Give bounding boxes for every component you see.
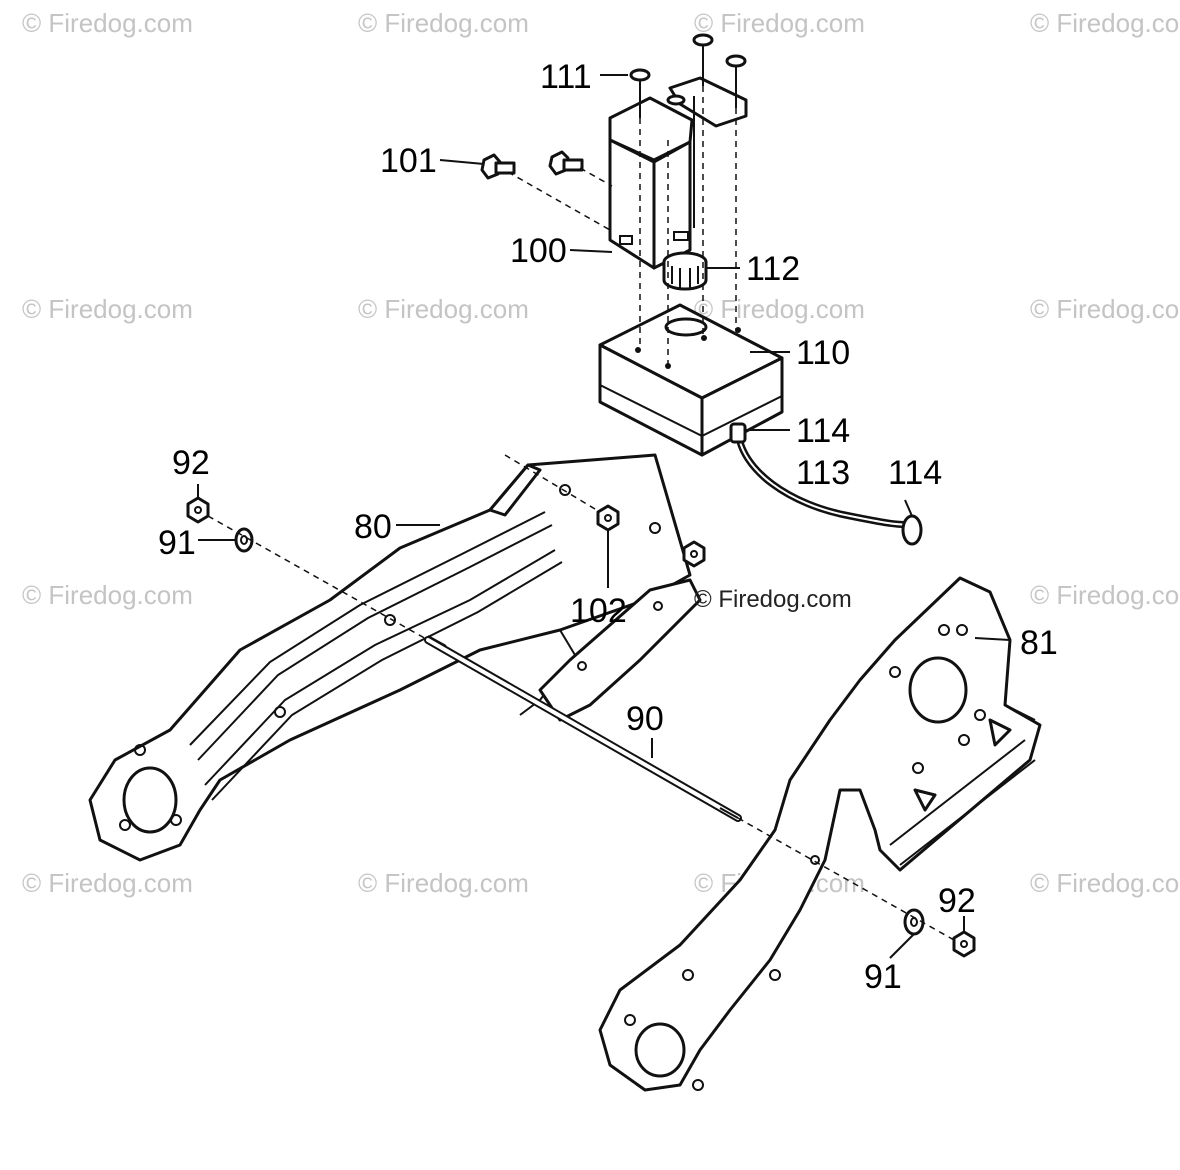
callout-110: 110 <box>796 334 850 372</box>
fuel-cap-112 <box>662 251 708 291</box>
nut-102 <box>596 504 706 568</box>
watermark: © Firedog.co <box>1030 868 1179 898</box>
watermark: © Firedog.com <box>22 294 193 324</box>
frame-plate-80 <box>88 453 692 862</box>
callout-80: 80 <box>354 508 392 546</box>
callout-114: 114 <box>888 454 942 492</box>
fuel-hose-113 <box>729 422 923 546</box>
frame-plate-81 <box>598 576 1042 1092</box>
callout-92: 92 <box>938 882 976 920</box>
fuel-tank-110 <box>598 303 784 457</box>
watermark: © Firedog.com <box>22 8 193 38</box>
callout-92: 92 <box>172 444 210 482</box>
bolt-101 <box>480 150 584 180</box>
callout-114: 114 <box>796 412 850 450</box>
callout-81: 81 <box>1020 624 1058 662</box>
rod-90 <box>424 635 742 822</box>
callout-91: 91 <box>158 524 196 562</box>
watermark-layer: © Firedog.com © Firedog.com © Firedog.co… <box>22 8 1179 898</box>
callout-91: 91 <box>864 958 902 996</box>
watermark: © Firedog.com <box>22 868 193 898</box>
watermark: © Firedog.com <box>358 868 529 898</box>
callout-113: 113 <box>796 454 850 492</box>
callout-102: 102 <box>570 592 627 630</box>
tank-bracket <box>608 76 748 270</box>
watermark: © Firedog.com <box>22 580 193 610</box>
callout-101: 101 <box>380 142 437 180</box>
callout-labels: 111 101 100 112 110 114 113 114 92 91 80… <box>158 58 1058 996</box>
hinge-bracket <box>538 578 702 722</box>
credit-text: © Firedog.com <box>694 586 852 613</box>
watermark: © Firedog.com <box>694 294 865 324</box>
watermark: © Firedog.co <box>1030 294 1179 324</box>
callout-112: 112 <box>746 250 800 288</box>
screw-111 <box>629 33 747 118</box>
watermark: © Firedog.co <box>1030 580 1179 610</box>
alignment-lines <box>207 86 955 941</box>
watermark: © Firedog.com <box>358 8 529 38</box>
watermark: © Firedog.com <box>358 294 529 324</box>
watermark: © Firedog.co <box>1030 8 1179 38</box>
watermark: © Firedog.com <box>694 8 865 38</box>
callout-100: 100 <box>510 232 567 270</box>
callout-90: 90 <box>626 700 664 738</box>
callout-111: 111 <box>540 58 592 96</box>
leader-lines <box>197 74 1011 959</box>
